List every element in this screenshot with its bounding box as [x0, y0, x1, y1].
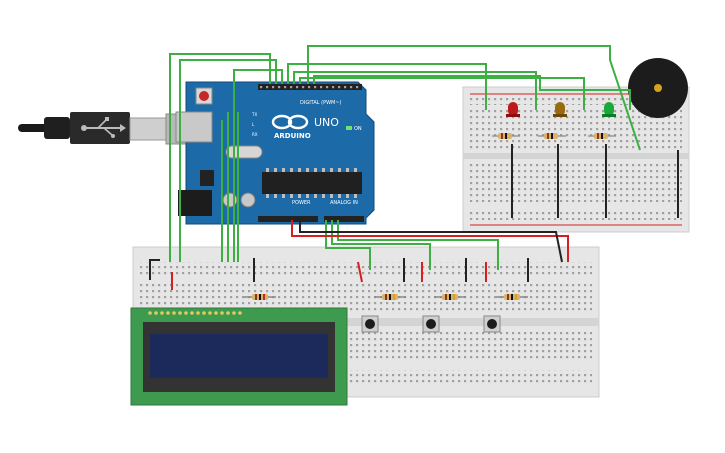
power-wires: [149, 144, 679, 290]
resistor: [538, 133, 566, 139]
tx-label: TX: [251, 112, 257, 117]
analog-header[interactable]: [324, 216, 364, 222]
analog-label: ANALOG IN: [330, 200, 358, 206]
led-green[interactable]: [602, 102, 616, 117]
led-red[interactable]: [506, 102, 520, 117]
led-yellow[interactable]: [553, 102, 567, 117]
board-model: UNO: [314, 116, 339, 129]
resistor: [496, 294, 528, 300]
lcd-screen: [150, 334, 328, 378]
arduino-uno-board[interactable]: ARDUINO UNO DIGITAL (PWM~) POWER ANALOG …: [175, 81, 375, 225]
push-button[interactable]: [422, 315, 440, 333]
rx-label: RX: [252, 132, 258, 137]
on-label: ON: [354, 126, 362, 132]
power-label: POWER: [292, 200, 311, 206]
breadboard-small[interactable]: [462, 86, 690, 233]
piezo-buzzer[interactable]: [628, 58, 688, 118]
resistor: [588, 133, 616, 139]
reset-button[interactable]: [199, 91, 209, 101]
on-led: [346, 126, 352, 130]
arduino-logo-icon: [271, 114, 309, 130]
digital-label: DIGITAL (PWM~): [300, 100, 342, 106]
atmega-chip: [262, 172, 362, 194]
green-wires: [169, 45, 641, 270]
resistor: [244, 294, 276, 300]
push-button[interactable]: [483, 315, 501, 333]
l-label: L: [252, 122, 255, 127]
push-button[interactable]: [361, 315, 379, 333]
lcd-display: [130, 307, 348, 406]
power-header[interactable]: [258, 216, 318, 222]
usb-cable: [18, 112, 189, 145]
resistor: [492, 133, 520, 139]
resistor: [434, 294, 466, 300]
resistor: [374, 294, 406, 300]
board-brand: ARDUINO: [274, 132, 311, 140]
usb-icon: [81, 117, 126, 138]
